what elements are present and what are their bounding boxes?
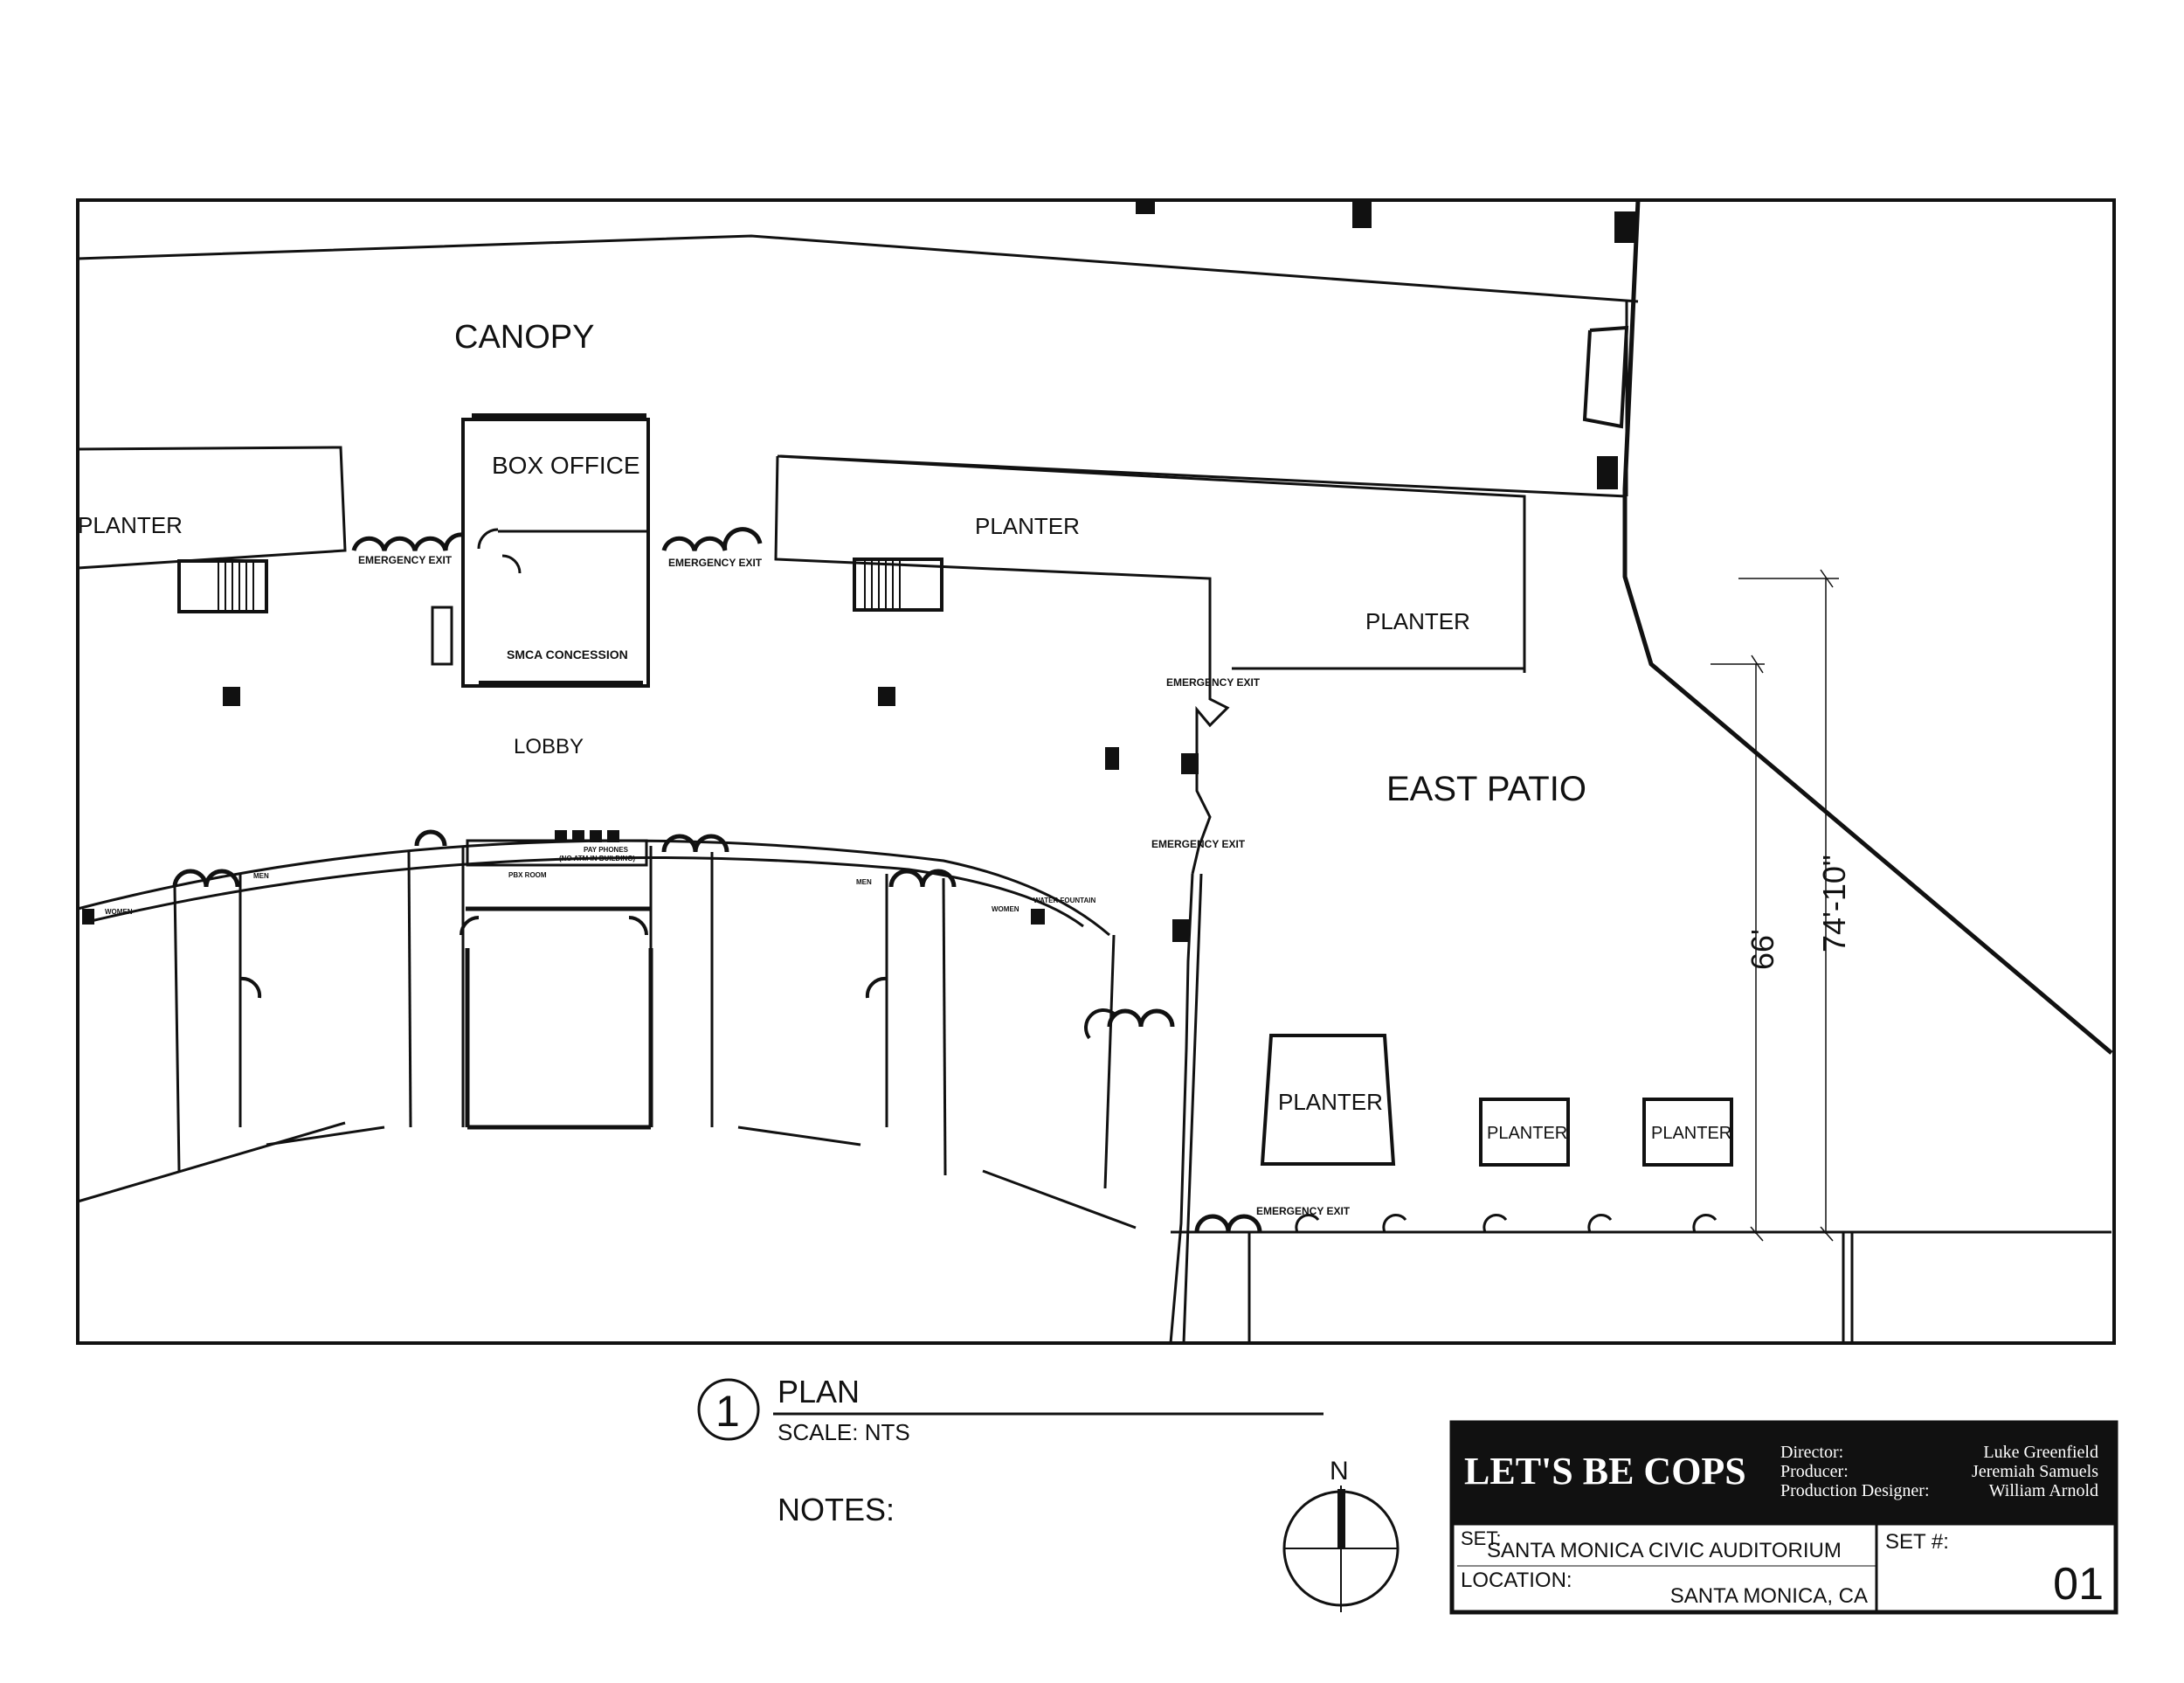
emergency-exit-4-label: EMERGENCY EXIT — [1151, 838, 1246, 850]
plan-linework — [77, 199, 2113, 1344]
plan-title: PLAN — [778, 1374, 860, 1409]
title-block-header — [1452, 1423, 2116, 1524]
emergency-exit-2-label: EMERGENCY EXIT — [668, 557, 763, 569]
designer-name: William Arnold — [1989, 1481, 2098, 1500]
drawing-frame — [76, 198, 2116, 1345]
east-patio-label: EAST PATIO — [1386, 770, 1586, 808]
pbx-room-label: PBX ROOM — [508, 871, 547, 879]
title-block: LET'S BE COPS Director: Producer: Produc… — [1449, 1420, 2118, 1615]
location-label: LOCATION: — [1461, 1569, 1572, 1592]
director-label: Director: — [1780, 1443, 1843, 1462]
north-label: N — [1330, 1457, 1349, 1486]
dimension-66-label: 66' — [1745, 929, 1780, 970]
planter-patio-large-label: PLANTER — [1278, 1089, 1383, 1115]
dimension-74-10-label: 74'-10" — [1816, 855, 1852, 952]
detail-number: 1 — [715, 1387, 740, 1436]
producer-label: Producer: — [1780, 1462, 1849, 1481]
producer-name: Jeremiah Samuels — [1972, 1462, 2098, 1481]
director-name: Luke Greenfield — [1983, 1443, 2098, 1462]
detail-number-circle — [697, 1378, 760, 1441]
smca-concession-label: SMCA CONCESSION — [507, 648, 628, 661]
men-2-label: MEN — [856, 878, 872, 886]
lobby-label: LOBBY — [514, 735, 584, 758]
location-value: SANTA MONICA, CA — [1670, 1584, 1868, 1608]
emergency-exit-5-label: EMERGENCY EXIT — [1256, 1205, 1351, 1217]
plan-caption: 1 PLAN SCALE: NTS NOTES: — [697, 1374, 1324, 1527]
planter-east-label: PLANTER — [1365, 608, 1470, 634]
canopy-label: CANOPY — [454, 319, 594, 356]
planter-center-label: PLANTER — [975, 513, 1080, 539]
set-number-label: SET #: — [1885, 1530, 1949, 1554]
plan-scale: SCALE: NTS — [778, 1419, 910, 1445]
designer-label: Production Designer: — [1780, 1481, 1930, 1500]
water-fountain-label: WATER FOUNTAIN — [1033, 897, 1095, 904]
men-1-label: MEN — [253, 872, 269, 880]
no-atm-label: (NO ATM IN BUILDING) — [559, 855, 635, 862]
emergency-exit-1-label: EMERGENCY EXIT — [358, 554, 453, 566]
planter-patio-small-1-label: PLANTER — [1487, 1124, 1567, 1143]
set-number: 01 — [2053, 1559, 2104, 1610]
set-label: SET: — [1461, 1527, 1501, 1549]
box-office-label: BOX OFFICE — [492, 452, 640, 479]
production-title: LET'S BE COPS — [1464, 1450, 1746, 1493]
pay-phones-label: PAY PHONES — [584, 846, 629, 854]
planter-patio-small-2-label: PLANTER — [1651, 1124, 1731, 1143]
columns — [82, 200, 1635, 942]
planter-west-label: PLANTER — [78, 512, 183, 538]
women-1-label: WOMEN — [105, 908, 133, 916]
women-2-label: WOMEN — [992, 905, 1019, 913]
emergency-exit-3-label: EMERGENCY EXIT — [1166, 676, 1261, 689]
north-arrow-icon: N — [1282, 1457, 1400, 1612]
notes-label: NOTES: — [778, 1492, 895, 1527]
set-value: SANTA MONICA CIVIC AUDITORIUM — [1487, 1539, 1842, 1562]
